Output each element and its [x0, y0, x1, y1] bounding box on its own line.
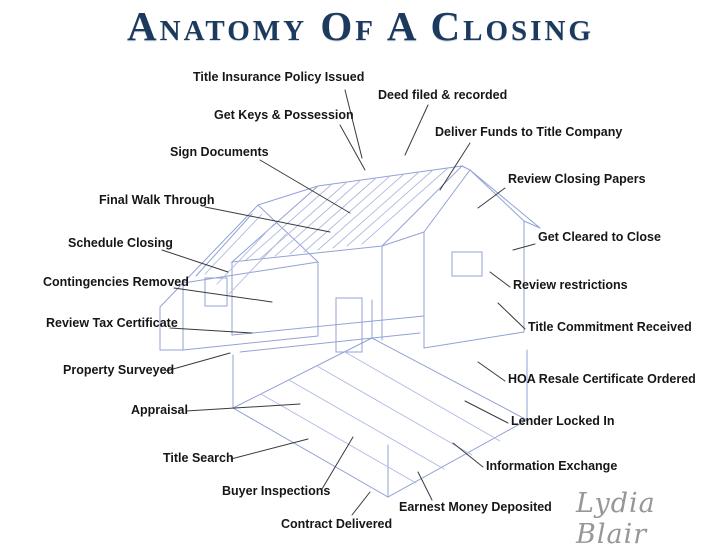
label-information-exchange: Information Exchange	[486, 459, 618, 473]
label-deliver-funds-title-company: Deliver Funds to Title Company	[435, 125, 623, 139]
label-sign-documents: Sign Documents	[170, 145, 269, 159]
label-schedule-closing: Schedule Closing	[68, 236, 173, 250]
label-title-search: Title Search	[163, 451, 234, 465]
leader-lines	[161, 89, 536, 516]
label-earnest-money-deposited: Earnest Money Deposited	[399, 500, 552, 514]
label-title-insurance-policy-issued: Title Insurance Policy Issued	[193, 70, 365, 84]
label-get-cleared-to-close: Get Cleared to Close	[538, 230, 661, 244]
page-title: Anatomy Of A Closing	[127, 3, 594, 49]
label-property-surveyed: Property Surveyed	[63, 363, 175, 377]
label-get-keys-possession: Get Keys & Possession	[214, 108, 354, 122]
label-appraisal: Appraisal	[131, 403, 188, 417]
label-contingencies-removed: Contingencies Removed	[43, 275, 189, 289]
label-hoa-resale-certificate-ordered: HOA Resale Certificate Ordered	[508, 372, 696, 386]
label-title-commitment-received: Title Commitment Received	[528, 320, 692, 334]
label-final-walk-through: Final Walk Through	[99, 193, 215, 207]
house-hatching	[204, 167, 501, 484]
label-review-tax-certificate: Review Tax Certificate	[46, 316, 178, 330]
label-lender-locked-in: Lender Locked In	[511, 414, 615, 428]
label-contract-delivered: Contract Delivered	[281, 517, 393, 531]
house-sketch	[159, 165, 541, 498]
label-deed-filed-recorded: Deed filed & recorded	[378, 88, 508, 102]
label-buyer-inspections: Buyer Inspections	[222, 484, 331, 498]
label-review-restrictions: Review restrictions	[513, 278, 628, 292]
label-review-closing-papers: Review Closing Papers	[508, 172, 646, 186]
signature: Lydia Blair	[576, 488, 656, 548]
